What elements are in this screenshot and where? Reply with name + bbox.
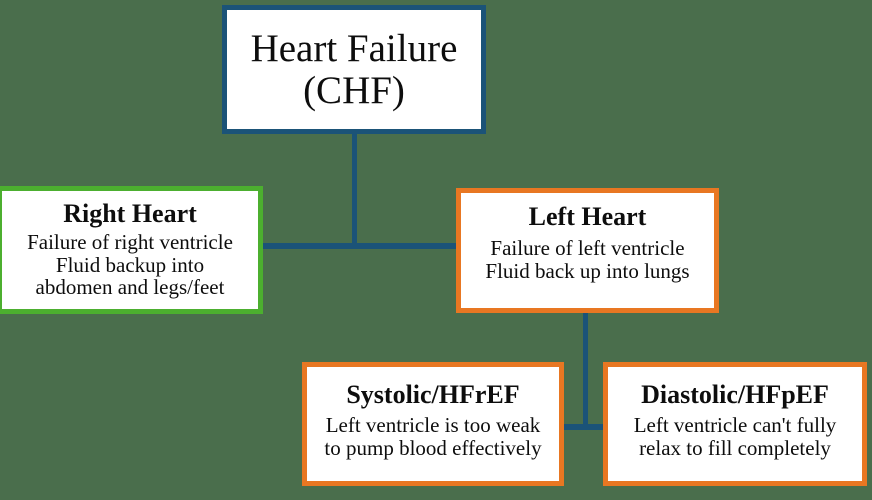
node-systolic-hfref[interactable]: Systolic/HFrEF Left ventricle is too wea… xyxy=(302,362,564,486)
node-diastolic-hfpef[interactable]: Diastolic/HFpEF Left ventricle can't ful… xyxy=(603,362,867,486)
node-left-heart-description: Failure of left ventricle Fluid back up … xyxy=(485,236,690,283)
node-diastolic-hfpef-title: Diastolic/HFpEF xyxy=(641,380,829,409)
node-heart-failure[interactable]: Heart Failure (CHF) xyxy=(222,5,486,134)
node-systolic-hfref-description: Left ventricle is too weak to pump blood… xyxy=(324,413,542,460)
node-right-heart[interactable]: Right Heart Failure of right ventricle F… xyxy=(0,186,263,314)
node-right-heart-title: Right Heart xyxy=(63,199,197,228)
node-left-heart-title: Left Heart xyxy=(528,202,647,231)
node-diastolic-hfpef-description: Left ventricle can't fully relax to fill… xyxy=(633,413,837,460)
connector-right-heart-to-left-heart xyxy=(259,243,461,249)
node-heart-failure-title: Heart Failure (CHF) xyxy=(250,27,458,112)
connector-systolic-to-diastolic xyxy=(541,424,631,430)
node-systolic-hfref-title: Systolic/HFrEF xyxy=(346,380,520,409)
connector-chf-to-branch xyxy=(352,133,357,248)
connector-left-heart-to-subtypes xyxy=(583,311,588,428)
node-left-heart[interactable]: Left Heart Failure of left ventricle Flu… xyxy=(456,188,719,313)
node-right-heart-description: Failure of right ventricle Fluid backup … xyxy=(27,230,233,300)
